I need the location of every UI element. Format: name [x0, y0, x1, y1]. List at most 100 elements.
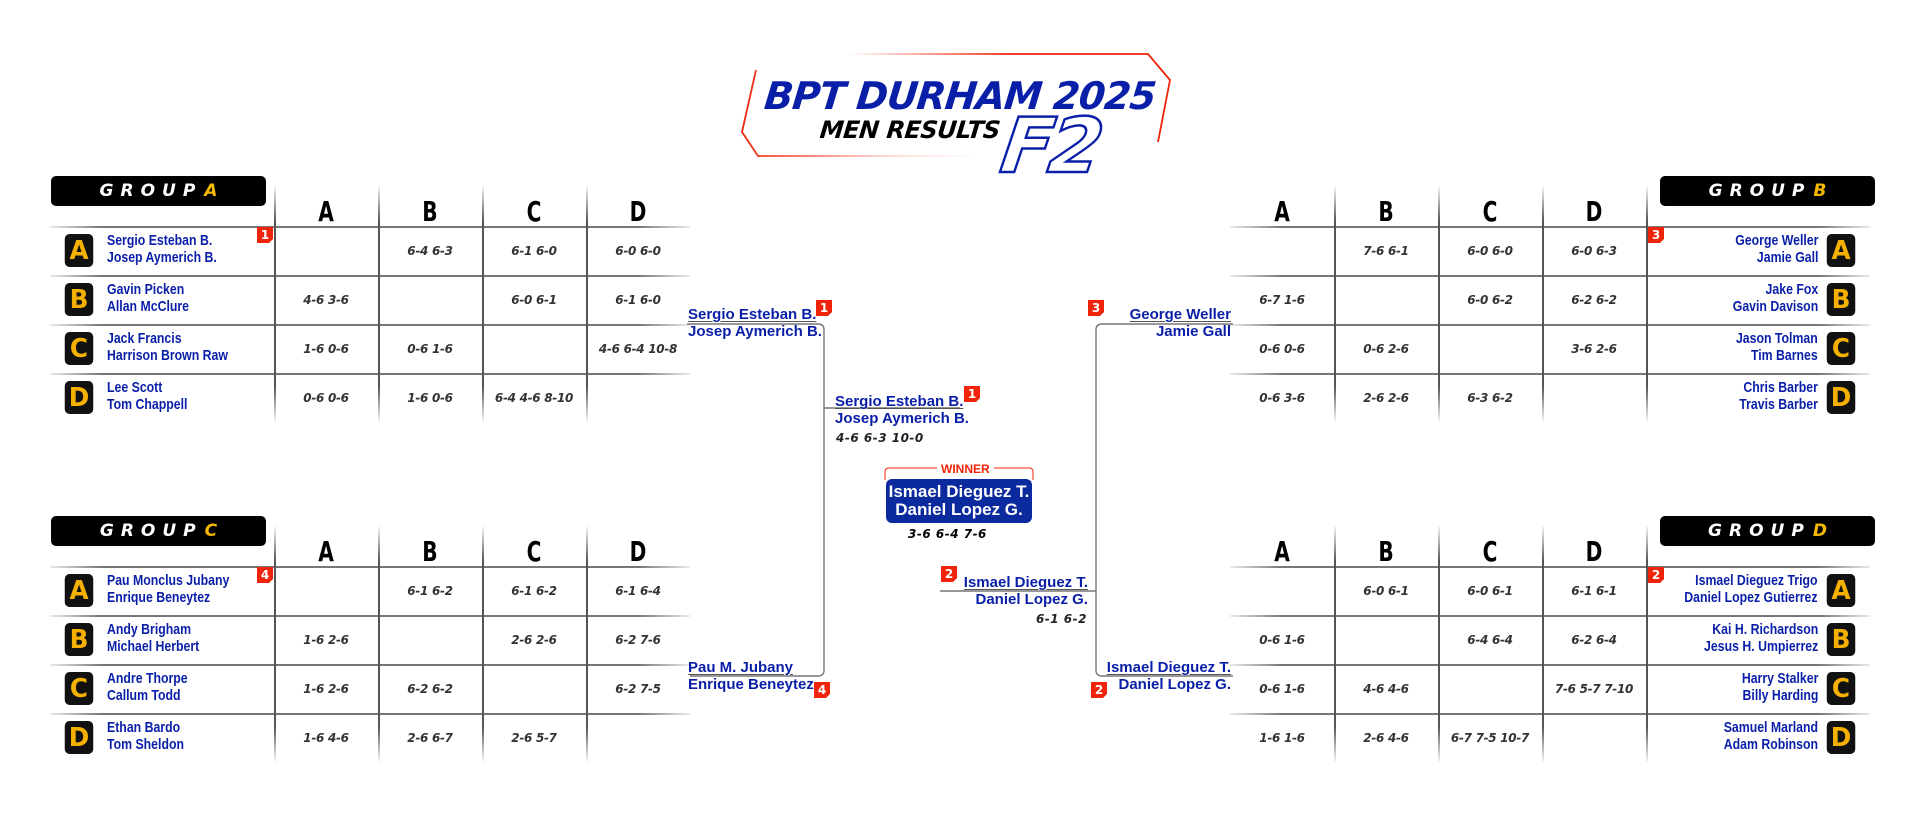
player-name: Samuel Marland — [1723, 719, 1818, 736]
column-header: D — [1585, 195, 1603, 228]
column-divider — [482, 186, 484, 422]
player-name: Josep Aymerich B. — [107, 249, 217, 266]
bracket-final-right: Ismael Dieguez T. Daniel Lopez G. — [964, 574, 1088, 608]
seed-badge: 1 — [964, 386, 980, 402]
seed-badge: 1 — [257, 227, 273, 243]
score-cell: 6-0 6-1 — [1467, 583, 1513, 598]
seed-badge: 4 — [257, 567, 273, 583]
player-name: Pau Monclus Jubany — [107, 572, 230, 589]
winner-player-2: Daniel Lopez G. — [895, 500, 1023, 519]
player-name: Enrique Beneytez — [107, 589, 211, 606]
column-header: B — [1378, 535, 1394, 568]
team-position-badge: D — [1826, 381, 1856, 414]
seed-badge: 3 — [1648, 227, 1664, 243]
score-cell: 1-6 0-6 — [407, 390, 453, 405]
seed-badge: 3 — [1088, 300, 1104, 316]
score-cell: 6-0 6-3 — [1571, 243, 1617, 258]
player-name: Billy Harding — [1742, 687, 1818, 704]
score-cell: 6-1 6-1 — [1571, 583, 1617, 598]
player-name: Ethan Bardo — [107, 719, 181, 736]
score-cell: 1-6 0-6 — [303, 341, 349, 356]
team-position-badge: D — [64, 381, 94, 414]
column-header: B — [422, 535, 438, 568]
column-divider — [1334, 526, 1336, 762]
player-name: Gavin Davison — [1732, 298, 1818, 315]
player-name: Michael Herbert — [107, 638, 200, 655]
group-letter: D — [1812, 521, 1827, 541]
bracket-final-left: Sergio Esteban B. Josep Aymerich B. — [835, 393, 969, 427]
team-position-badge: A — [1826, 234, 1856, 267]
player-name: Adam Robinson — [1723, 736, 1818, 753]
row-divider — [1230, 713, 1870, 715]
group-label: GROUP — [99, 181, 203, 201]
bracket-sf1-bottom: Pau M. Jubany Enrique Beneytez — [688, 659, 814, 693]
row-divider — [50, 226, 690, 228]
team-position-badge: B — [1826, 283, 1856, 316]
team-position-badge: C — [1826, 332, 1856, 365]
player-name: George Weller — [1734, 232, 1818, 249]
group-label: GROUP — [99, 521, 203, 541]
column-divider — [586, 186, 588, 422]
score-cell: 1-6 2-6 — [303, 632, 349, 647]
score-cell: 6-3 6-2 — [1467, 390, 1513, 405]
player-1: Pau M. Jubany — [688, 659, 794, 676]
score-cell: 4-6 6-4 10-8 — [598, 341, 678, 356]
score-cell: 2-6 2-6 — [511, 632, 557, 647]
player-1: Ismael Dieguez T. — [1106, 659, 1231, 676]
score-cell: 6-1 6-4 — [615, 583, 661, 598]
score-cell: 6-0 6-0 — [615, 243, 661, 258]
score-cell: 6-1 6-2 — [407, 583, 453, 598]
title-frame — [741, 53, 1171, 157]
score-cell: 6-4 6-3 — [407, 243, 453, 258]
team-position-badge: C — [64, 332, 94, 365]
row-divider — [50, 713, 690, 715]
column-divider — [378, 186, 380, 422]
player-name: Jamie Gall — [1756, 249, 1818, 266]
score-cell: 6-2 7-6 — [615, 632, 661, 647]
seed-badge: 2 — [941, 566, 957, 582]
column-header: D — [629, 535, 647, 568]
team-position-badge: A — [1826, 574, 1856, 607]
score-cell: 1-6 4-6 — [303, 730, 349, 745]
player-2: Daniel Lopez G. — [1118, 676, 1231, 693]
player-name: Jason Tolman — [1736, 330, 1818, 347]
score-cell: 6-2 6-4 — [1571, 632, 1617, 647]
player-name: Jake Fox — [1765, 281, 1818, 298]
score-cell: 6-0 6-1 — [511, 292, 557, 307]
group-label: GROUP — [1708, 521, 1811, 541]
column-divider — [1438, 186, 1440, 422]
column-divider — [1646, 526, 1648, 762]
score-cell: 6-1 6-0 — [615, 292, 661, 307]
score-cell: 2-6 2-6 — [1363, 390, 1409, 405]
player-name: Sergio Esteban B. — [107, 232, 213, 249]
score-cell: 6-0 6-1 — [1363, 583, 1409, 598]
score-cell: 6-0 6-0 — [1467, 243, 1513, 258]
player-name: Andy Brigham — [107, 621, 192, 638]
team-position-badge: C — [1826, 672, 1856, 705]
column-divider — [1334, 186, 1336, 422]
bracket-sf2-bottom: Ismael Dieguez T. Daniel Lopez G. — [1107, 659, 1231, 693]
column-header: B — [422, 195, 438, 228]
player-name: Gavin Picken — [107, 281, 185, 298]
column-divider — [274, 526, 276, 762]
player-2: Daniel Lopez G. — [975, 591, 1088, 608]
score-cell: 0-6 1-6 — [407, 341, 453, 356]
player-name: Tim Barnes — [1751, 347, 1818, 364]
seed-badge: 1 — [816, 300, 832, 316]
final-right-score: 6-1 6-2 — [1035, 612, 1087, 626]
